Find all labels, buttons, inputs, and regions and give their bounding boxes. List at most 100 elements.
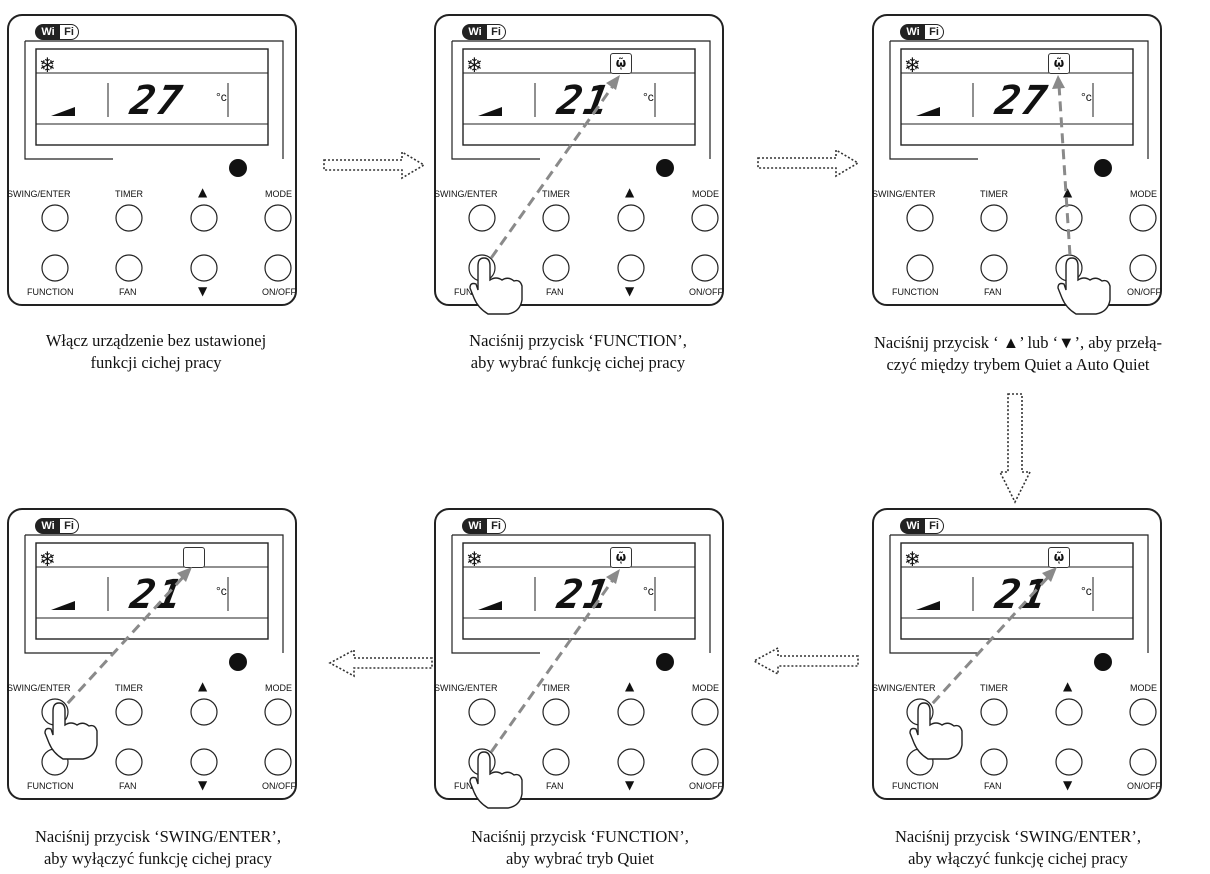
swing-enter-label: SWING/ENTER: [7, 189, 71, 199]
timer-label: TIMER: [980, 683, 1008, 693]
function-label: FUNCTION: [27, 781, 74, 791]
caption-step4: Naciśnij przycisk ‘SWING/ENTER’, aby włą…: [848, 826, 1188, 870]
up-arrow-icon: ▲: [1063, 679, 1073, 693]
temperature-unit: °c: [643, 584, 654, 598]
wifi-w-label: Wi: [462, 24, 488, 40]
quiet-mode-indicator-off: ῷ: [183, 547, 205, 568]
caption-line: Naciśnij przycisk ‘SWING/ENTER’,: [34, 827, 282, 846]
timer-label: TIMER: [115, 189, 143, 199]
up-arrow-icon: ▲: [1063, 185, 1073, 199]
snowflake-icon: ❄: [39, 547, 56, 571]
temperature-display: 21: [991, 572, 1053, 618]
temperature-display: 21: [553, 78, 615, 124]
temperature-unit: °c: [216, 90, 227, 104]
caption-line: czyć między trybem Quiet a Auto Quiet: [886, 355, 1150, 374]
mode-label: MODE: [692, 683, 719, 693]
down-arrow-icon: ▼: [198, 284, 208, 298]
swing-enter-label: SWING/ENTER: [434, 683, 498, 693]
caption-line: Naciśnij przycisk ‘FUNCTION’,: [471, 827, 689, 846]
snowflake-icon: ❄: [466, 547, 483, 571]
temperature-display: 21: [553, 572, 615, 618]
caption-line: funkcji cichej pracy: [90, 353, 222, 372]
mode-label: MODE: [1130, 189, 1157, 199]
function-label: FUNCTION: [27, 287, 74, 297]
function-label: FUNCTION: [892, 781, 939, 791]
down-arrow-icon: ▼: [198, 778, 208, 792]
caption-step3: Naciśnij przycisk ‘ ▲’ lub ‘▼’, aby prze…: [826, 332, 1210, 376]
wifi-fi-label: Fi: [59, 518, 79, 534]
fan-label: FAN: [984, 781, 1002, 791]
timer-label: TIMER: [542, 683, 570, 693]
fan-label: FAN: [546, 287, 564, 297]
caption-line: Naciśnij przycisk ‘ ▲’ lub ‘▼’, aby prze…: [873, 333, 1162, 352]
fan-label: FAN: [119, 781, 137, 791]
temperature-display: 27: [126, 78, 188, 124]
caption-line: aby wybrać funkcję cichej pracy: [470, 353, 686, 372]
mode-label: MODE: [265, 189, 292, 199]
quiet-mode-icon: ῷ: [1048, 547, 1070, 568]
wifi-w-label: Wi: [900, 24, 926, 40]
wifi-w-label: Wi: [35, 518, 61, 534]
mode-label: MODE: [1130, 683, 1157, 693]
mode-label: MODE: [265, 683, 292, 693]
caption-line: Naciśnij przycisk ‘SWING/ENTER’,: [894, 827, 1142, 846]
wifi-fi-label: Fi: [486, 518, 506, 534]
flow-arrow-down: [998, 393, 1032, 504]
quiet-mode-icon: ῷ: [610, 547, 632, 568]
wifi-w-label: Wi: [462, 518, 488, 534]
caption-line: aby wyłączyć funkcję cichej pracy: [43, 849, 273, 868]
up-arrow-icon: ▲: [198, 185, 208, 199]
flow-arrow-left-1: [752, 646, 859, 676]
temperature-unit: °c: [1081, 584, 1092, 598]
temperature-unit: °c: [1081, 90, 1092, 104]
wifi-fi-label: Fi: [924, 518, 944, 534]
snowflake-icon: ❄: [466, 53, 483, 77]
swing-enter-label: SWING/ENTER: [7, 683, 71, 693]
fan-label: FAN: [119, 287, 137, 297]
onoff-label: ON/OFF: [689, 781, 723, 791]
onoff-label: ON/OFF: [1127, 781, 1161, 791]
caption-line: aby włączyć funkcję cichej pracy: [908, 849, 1128, 868]
timer-label: TIMER: [542, 189, 570, 199]
snowflake-icon: ❄: [39, 53, 56, 77]
flow-arrow-right-2: [757, 148, 860, 178]
caption-step1: Włącz urządzenie bez ustawionej funkcji …: [0, 330, 326, 374]
wifi-fi-label: Fi: [486, 24, 506, 40]
temperature-display: 21: [126, 572, 188, 618]
wifi-w-label: Wi: [35, 24, 61, 40]
up-arrow-icon: ▲: [625, 679, 635, 693]
mode-label: MODE: [692, 189, 719, 199]
function-label: FUNCTION: [892, 287, 939, 297]
down-arrow-icon: ▼: [1063, 284, 1073, 298]
swing-enter-label: SWING/ENTER: [434, 189, 498, 199]
up-arrow-icon: ▲: [198, 679, 208, 693]
onoff-label: ON/OFF: [262, 781, 296, 791]
caption-line: Włącz urządzenie bez ustawionej: [45, 331, 267, 350]
swing-enter-label: SWING/ENTER: [872, 189, 936, 199]
temperature-unit: °c: [643, 90, 654, 104]
quiet-mode-icon: ῷ: [1048, 53, 1070, 74]
down-arrow-icon: ▼: [625, 284, 635, 298]
snowflake-icon: ❄: [904, 53, 921, 77]
up-arrow-icon: ▲: [625, 185, 635, 199]
function-label: FUNCTION: [454, 287, 501, 297]
timer-label: TIMER: [115, 683, 143, 693]
quiet-mode-icon: ῷ: [610, 53, 632, 74]
wifi-fi-label: Fi: [924, 24, 944, 40]
fan-label: FAN: [984, 287, 1002, 297]
caption-step6: Naciśnij przycisk ‘SWING/ENTER’, aby wył…: [0, 826, 328, 870]
temperature-display: 27: [991, 78, 1053, 124]
fan-label: FAN: [546, 781, 564, 791]
onoff-label: ON/OFF: [689, 287, 723, 297]
wifi-fi-label: Fi: [59, 24, 79, 40]
caption-step2: Naciśnij przycisk ‘FUNCTION’, aby wybrać…: [408, 330, 748, 374]
